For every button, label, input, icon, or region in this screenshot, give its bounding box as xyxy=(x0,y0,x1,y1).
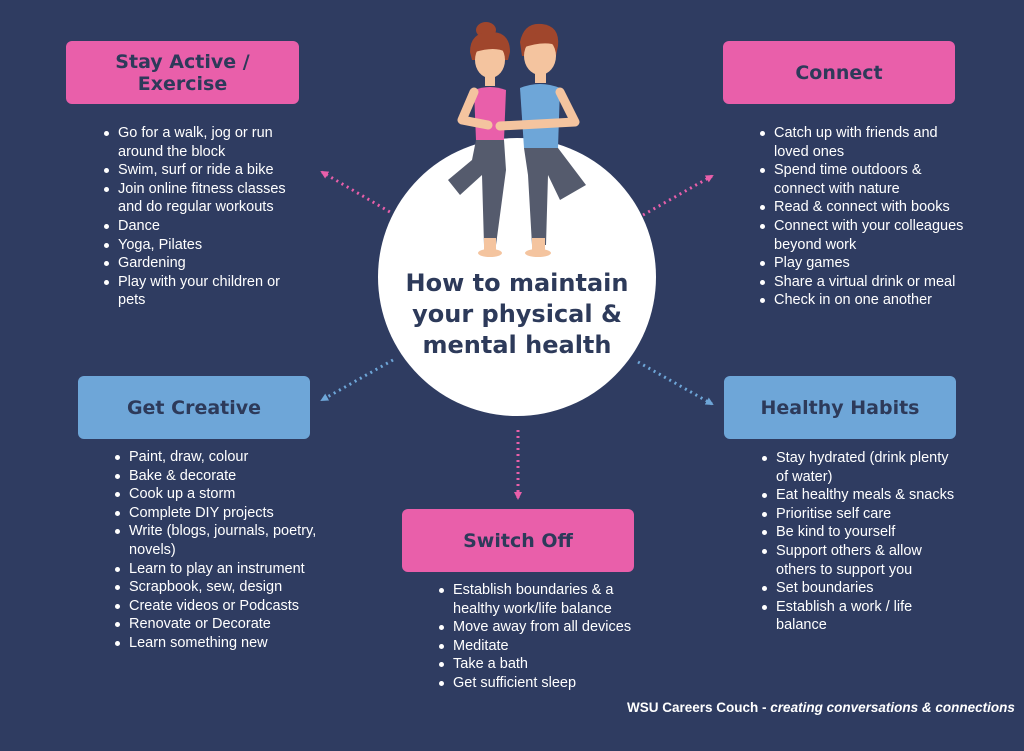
list-item: Learn to play an instrument xyxy=(115,560,324,579)
stay-active-list: Go for a walk, jog or run around the blo… xyxy=(102,124,308,310)
list-item: Check in on one another xyxy=(760,291,974,310)
list-item: Yoga, Pilates xyxy=(104,236,308,255)
footer-org: WSU Careers Couch xyxy=(627,700,759,715)
list-item: Share a virtual drink or meal xyxy=(760,273,974,292)
list-item: Dance xyxy=(104,217,308,236)
list-item: Complete DIY projects xyxy=(115,504,324,523)
woman-figure xyxy=(448,22,510,257)
list-item: Establish boundaries & a healthy work/li… xyxy=(439,581,638,618)
switch-off-list: Establish boundaries & a healthy work/li… xyxy=(437,581,638,693)
arrow-to-stay-active xyxy=(320,170,396,217)
list-item: Be kind to yourself xyxy=(762,523,961,542)
list-item: Gardening xyxy=(104,254,308,273)
list-item: Go for a walk, jog or run around the blo… xyxy=(104,124,308,161)
list-item: Cook up a storm xyxy=(115,485,324,504)
footer-tagline: creating conversations & connections xyxy=(770,700,1015,715)
center-circle xyxy=(378,138,656,416)
list-item: Move away from all devices xyxy=(439,618,638,637)
list-item: Establish a work / life balance xyxy=(762,598,961,635)
stay-active-heading: Stay Active / Exercise xyxy=(66,41,299,104)
list-item: Play games xyxy=(760,254,974,273)
list-item: Eat healthy meals & snacks xyxy=(762,486,961,505)
list-item: Play with your children or pets xyxy=(104,273,308,310)
list-item: Join online fitness classes and do regul… xyxy=(104,180,308,217)
connect-heading: Connect xyxy=(723,41,955,104)
list-item: Read & connect with books xyxy=(760,198,974,217)
list-item: Renovate or Decorate xyxy=(115,615,324,634)
list-item: Create videos or Podcasts xyxy=(115,597,324,616)
list-item: Learn something new xyxy=(115,634,324,653)
arrow-to-get-creative xyxy=(320,358,394,402)
list-item: Spend time outdoors & connect with natur… xyxy=(760,161,974,198)
list-item: Bake & decorate xyxy=(115,467,324,486)
get-creative-heading: Get Creative xyxy=(78,376,310,439)
list-item: Prioritise self care xyxy=(762,505,961,524)
list-item: Catch up with friends and loved ones xyxy=(760,124,974,161)
list-item: Swim, surf or ride a bike xyxy=(104,161,308,180)
list-item: Connect with your colleagues beyond work xyxy=(760,217,974,254)
man-figure xyxy=(495,23,586,257)
arrow-to-connect xyxy=(642,174,714,217)
list-item: Write (blogs, journals, poetry, novels) xyxy=(115,522,324,559)
list-item: Meditate xyxy=(439,637,638,656)
footer-credit: WSU Careers Couch - creating conversatio… xyxy=(627,700,1019,715)
list-item: Scrapbook, sew, design xyxy=(115,578,324,597)
arrow-to-healthy-habits xyxy=(637,360,714,406)
footer-separator: - xyxy=(758,700,771,715)
list-item: Get sufficient sleep xyxy=(439,674,638,693)
center-title: How to maintain your physical & mental h… xyxy=(405,269,629,359)
connect-list: Catch up with friends and loved ones Spe… xyxy=(758,124,974,310)
healthy-habits-heading: Healthy Habits xyxy=(724,376,956,439)
list-item: Set boundaries xyxy=(762,579,961,598)
get-creative-list: Paint, draw, colour Bake & decorate Cook… xyxy=(113,448,324,653)
list-item: Paint, draw, colour xyxy=(115,448,324,467)
switch-off-heading: Switch Off xyxy=(402,509,634,572)
healthy-habits-list: Stay hydrated (drink plenty of water) Ea… xyxy=(760,449,961,635)
list-item: Support others & allow others to support… xyxy=(762,542,961,579)
list-item: Take a bath xyxy=(439,655,638,674)
list-item: Stay hydrated (drink plenty of water) xyxy=(762,449,961,486)
